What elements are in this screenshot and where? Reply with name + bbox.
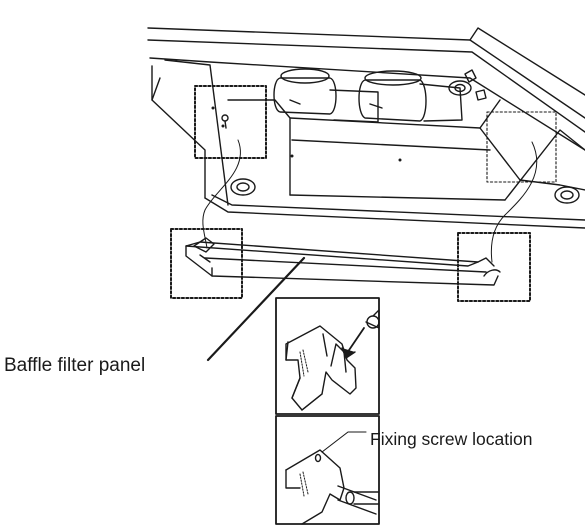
- detail-inset-bottom: [275, 415, 380, 525]
- fixing-screw-location-label: Fixing screw location: [370, 429, 533, 449]
- hood-fasteners: [230, 69, 580, 204]
- callout-box-left-bottom: [170, 228, 243, 299]
- callout-box-right-bottom: [457, 232, 531, 302]
- callout-box-right-top: [486, 111, 557, 183]
- left-screw: [221, 114, 229, 129]
- callout-boxes: [170, 85, 557, 302]
- baffle-filter-rail: [185, 237, 501, 286]
- callout-box-left-top: [194, 85, 267, 159]
- detail-inset-top: [275, 297, 380, 415]
- callout-connectors: [202, 139, 538, 263]
- blower-cylinders: [273, 68, 463, 123]
- baffle-filter-panel-label: Baffle filter panel: [4, 355, 146, 376]
- baffle-leader-line: [206, 256, 306, 362]
